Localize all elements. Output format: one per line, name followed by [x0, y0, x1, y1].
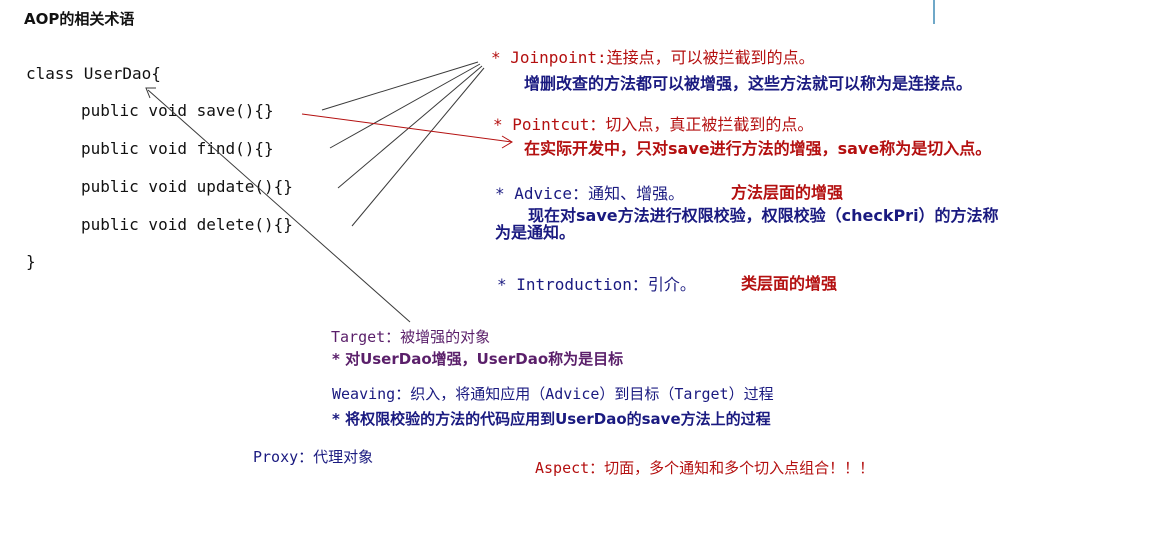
term-weaving: Weaving：织入，将通知应用（Advice）到目标（Target）过程 — [332, 385, 774, 403]
line-joinpoint-find — [329, 63, 481, 149]
term-pointcut: * Pointcut：切入点，真正被拦截到的点。 — [493, 115, 814, 134]
code-class-declaration: class UserDao{ — [26, 64, 161, 83]
term-joinpoint: * Joinpoint:连接点，可以被拦截到的点。 — [491, 48, 815, 67]
term-advice: * Advice：通知、增强。 — [495, 184, 685, 203]
line-joinpoint-save — [321, 61, 479, 111]
term-weaving-desc: * 将权限校验的方法的代码应用到UserDao的save方法上的过程 — [332, 410, 771, 428]
term-aspect: Aspect：切面，多个通知和多个切入点组合！！！ — [535, 459, 875, 477]
page-title: AOP的相关术语 — [24, 10, 135, 28]
term-introduction: * Introduction：引介。 — [497, 275, 696, 294]
line-joinpoint-delete — [351, 67, 485, 227]
line-pointcut-save — [301, 113, 513, 143]
code-method-delete: public void delete(){} — [81, 215, 293, 234]
code-method-update: public void update(){} — [81, 177, 293, 196]
arrow-pointcut-head — [501, 135, 513, 149]
code-close-brace: } — [26, 252, 36, 271]
term-joinpoint-desc: 增删改查的方法都可以被增强，这些方法就可以称为是连接点。 — [524, 74, 973, 93]
term-pointcut-desc: 在实际开发中，只对save进行方法的增强，save称为是切入点。 — [524, 139, 992, 158]
term-advice-extra: 方法层面的增强 — [731, 183, 844, 202]
line-joinpoint-update — [337, 65, 483, 189]
arrow-target-class-head — [145, 87, 156, 99]
term-introduction-extra: 类层面的增强 — [741, 274, 838, 293]
term-advice-desc-line2: 为是通知。 — [495, 223, 576, 242]
line-target-class — [147, 89, 411, 323]
term-target-desc: * 对UserDao增强，UserDao称为是目标 — [332, 350, 624, 368]
code-method-find: public void find(){} — [81, 139, 274, 158]
text-cursor-mark — [933, 0, 935, 24]
term-proxy: Proxy：代理对象 — [253, 448, 374, 466]
term-target: Target：被增强的对象 — [331, 328, 491, 346]
term-advice-desc-line1: 现在对save方法进行权限校验，权限校验（checkPri）的方法称 — [528, 206, 999, 225]
code-method-save: public void save(){} — [81, 101, 274, 120]
